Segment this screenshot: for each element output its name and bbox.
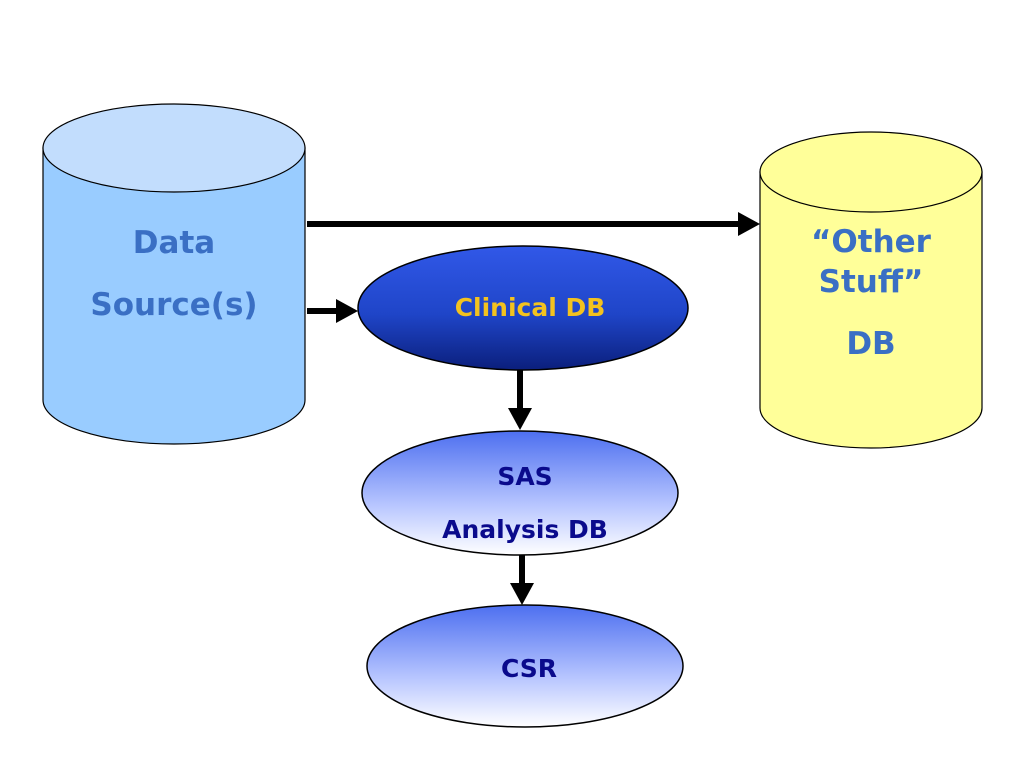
data-source-body — [42, 147, 306, 445]
data-source-top — [42, 103, 306, 193]
data-source-label-line2: Source(s) — [90, 287, 257, 323]
clinical-db-node: Clinical DB — [357, 245, 689, 371]
sas-analysis-db-node: SAS Analysis DB — [361, 430, 679, 556]
other-stuff-label-line2: Stuff” — [819, 264, 924, 300]
arrow-clinical-db-to-sas — [508, 370, 532, 430]
other-stuff-db-cylinder: “Other Stuff” DB — [759, 131, 983, 449]
clinical-db-label: Clinical DB — [455, 293, 606, 322]
arrow-data-source-to-clinical-db — [307, 299, 358, 323]
arrow-sas-to-csr — [510, 555, 534, 605]
other-stuff-label-line3: DB — [846, 326, 895, 362]
other-stuff-label-line1: “Other — [811, 224, 932, 260]
csr-ellipse — [366, 604, 684, 728]
sas-label-line2: Analysis DB — [442, 515, 608, 544]
data-source-cylinder: Data Source(s) — [42, 103, 306, 445]
data-source-label-line1: Data — [133, 225, 215, 261]
other-stuff-body — [759, 171, 983, 449]
csr-label: CSR — [501, 654, 557, 683]
sas-label-line1: SAS — [497, 462, 552, 491]
other-stuff-top — [759, 131, 983, 213]
arrow-data-source-to-other-stuff — [307, 212, 760, 236]
csr-node: CSR — [366, 604, 684, 728]
